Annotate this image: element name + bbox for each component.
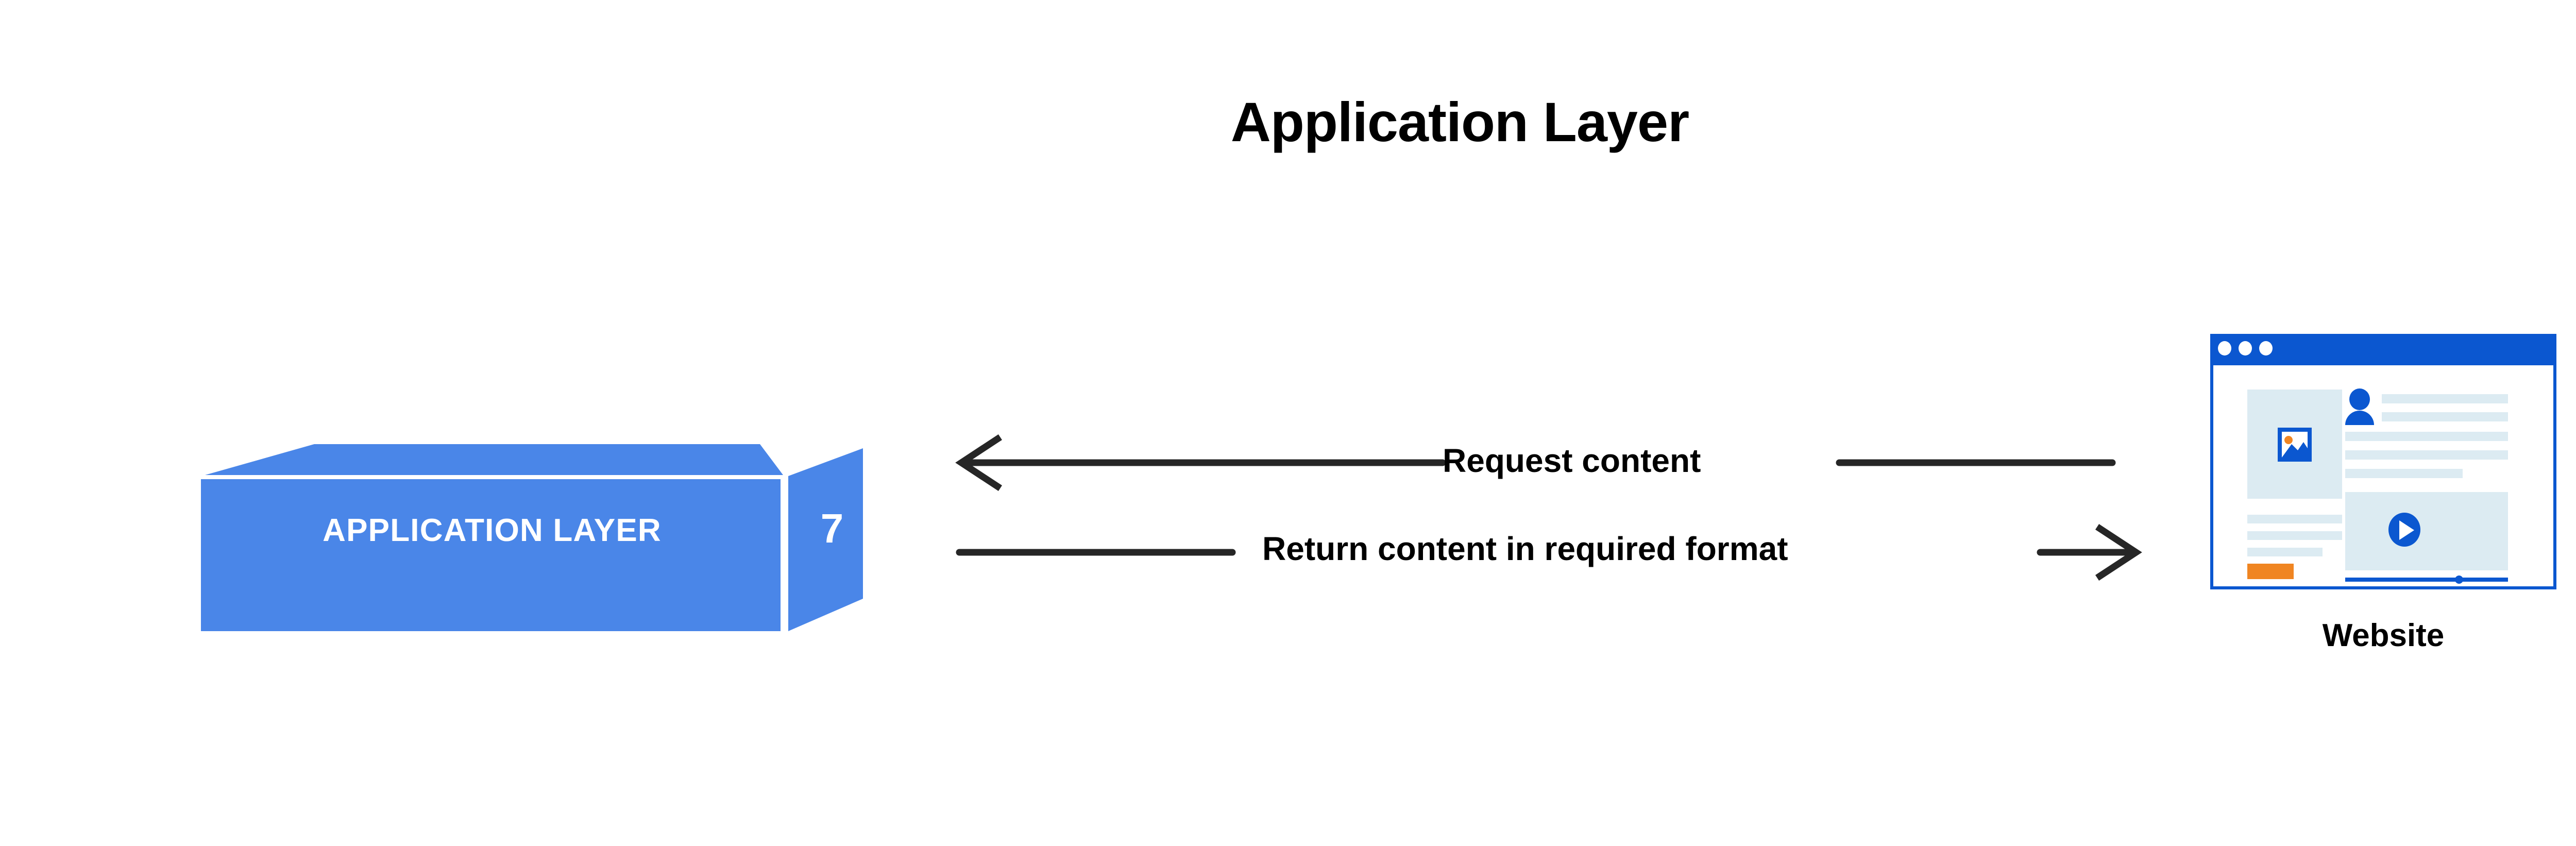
text-line	[2247, 531, 2342, 540]
text-line	[2345, 469, 2463, 478]
return-arrow-label: Return content in required format	[1262, 530, 1788, 567]
application-layer-box: APPLICATION LAYER 7	[201, 444, 896, 640]
call-to-action-button	[2247, 564, 2294, 579]
text-line	[2382, 394, 2508, 403]
box-top-face	[205, 444, 783, 475]
person-avatar-body-icon	[2345, 411, 2374, 425]
box-front-face	[201, 479, 781, 631]
request-arrow-label: Request content	[1443, 442, 1701, 479]
window-dot-icon	[2259, 341, 2273, 356]
window-dot-icon	[2218, 341, 2231, 356]
website-label: Website	[2322, 618, 2445, 653]
box-front-label: APPLICATION LAYER	[323, 513, 662, 548]
box-right-face	[788, 448, 863, 631]
picture-icon-sun	[2284, 436, 2293, 444]
window-dot-icon	[2239, 341, 2252, 356]
text-line	[2247, 548, 2323, 556]
picture-icon-mountains	[2282, 442, 2308, 458]
text-line	[2345, 432, 2508, 441]
video-progress-handle	[2455, 576, 2463, 584]
person-avatar-icon	[2349, 388, 2370, 410]
return-arrowhead	[2095, 523, 2142, 581]
video-placeholder	[2345, 492, 2508, 570]
text-line	[2345, 450, 2508, 460]
text-line	[2382, 412, 2508, 421]
request-arrowhead	[955, 434, 1003, 492]
play-icon-triangle	[2399, 520, 2414, 540]
page-title: Application Layer	[1230, 91, 1689, 153]
box-layer-number: 7	[820, 505, 844, 551]
arrow-group	[948, 428, 2154, 582]
website-illustration	[2210, 334, 2556, 591]
text-line	[2247, 515, 2342, 523]
